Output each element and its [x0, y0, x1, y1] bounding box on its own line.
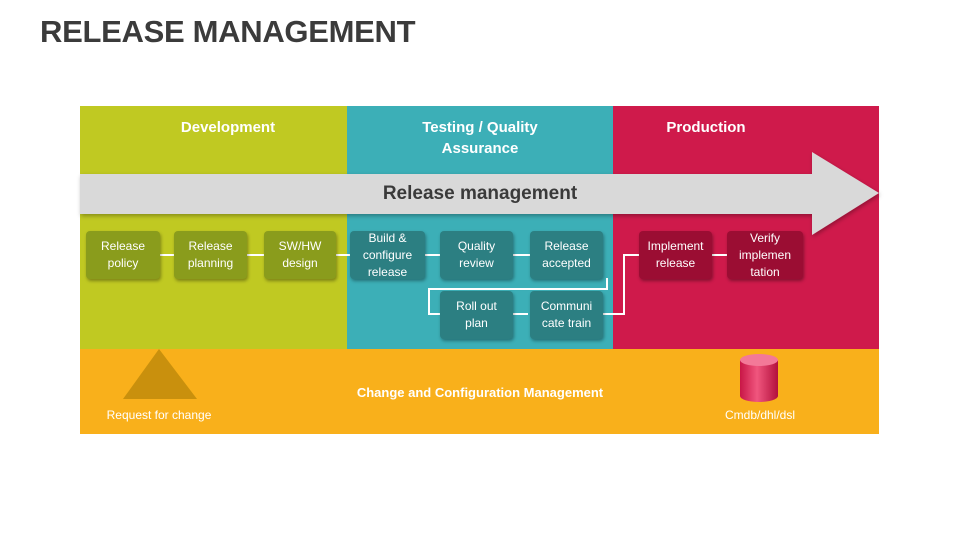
production-label: Production [666, 119, 746, 136]
connector [425, 254, 440, 256]
production-zone [613, 106, 879, 349]
testing-label: Testing / Quality Assurance [422, 119, 538, 157]
connector [712, 254, 727, 256]
step-release-policy: Release policy [86, 231, 160, 279]
step-roll-out-plan: Roll out plan [440, 291, 513, 339]
request-for-change-label: Request for change [106, 408, 212, 422]
cmdb-label: Cmdb/dhl/dsl [724, 408, 796, 422]
connector [428, 288, 430, 314]
release-management-label: Release management [382, 183, 578, 204]
development-label: Development [180, 119, 276, 136]
step-release-planning: Release planning [174, 231, 247, 279]
triangle-icon [123, 349, 197, 399]
connector [623, 254, 625, 315]
connector [428, 313, 440, 315]
connector [428, 288, 608, 290]
change-configuration-label: Change and Configuration Management [356, 385, 604, 400]
connector [247, 254, 264, 256]
development-zone [80, 106, 347, 349]
step-communicate-train: Communi cate train [530, 291, 603, 339]
connector [606, 278, 608, 290]
step-verify-implementation: Verify implemen tation [727, 231, 803, 279]
step-implement-release: Implement release [639, 231, 712, 279]
connector [623, 254, 639, 256]
database-cylinder-icon [740, 354, 778, 402]
connector [603, 313, 625, 315]
step-release-accepted: Release accepted [530, 231, 603, 279]
step-build-configure-release: Build & configure release [350, 231, 425, 279]
connector [513, 313, 528, 315]
connector [160, 254, 175, 256]
step-sw-hw-design: SW/HW design [264, 231, 336, 279]
step-quality-review: Quality review [440, 231, 513, 279]
connector [513, 254, 530, 256]
page-title: RELEASE MANAGEMENT [40, 14, 416, 49]
connector [336, 254, 350, 256]
